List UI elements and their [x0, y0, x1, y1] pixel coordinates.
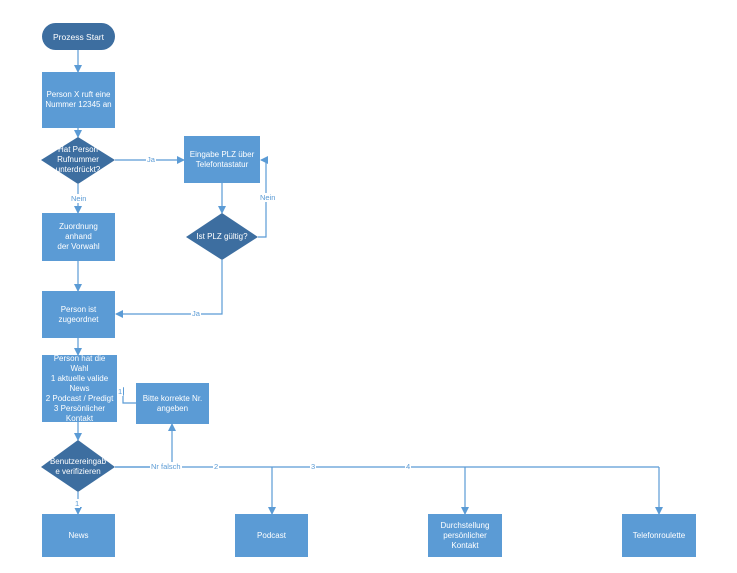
edge-verify-correctnr-falsch: [115, 423, 176, 468]
node-plz-input: Eingabe PLZ über Telefontastatur: [184, 136, 260, 183]
edge-label-ja-plz: Ja: [146, 155, 156, 164]
node-call-number: Person X ruft eine Nummer 12345 an: [42, 72, 115, 128]
edge-label-ja-assigned: Ja: [191, 309, 201, 318]
node-correct-number: Bitte korrekte Nr. angeben: [136, 383, 209, 424]
edge-label-option-1: 1: [74, 499, 81, 508]
node-area-code: Zuordnung anhand der Vorwahl: [42, 213, 115, 261]
diamond-hidden-number: [41, 137, 115, 184]
edge-label-retry-1: 1: [117, 387, 124, 396]
node-personal-transfer: Durchstellung persönlicher Kontakt: [428, 514, 502, 557]
label-verify-input-question: Benutzereingab e verifizieren: [49, 457, 107, 476]
node-user-choice: Person hat die Wahl 1 aktuelle valide Ne…: [42, 354, 117, 423]
node-news: News: [42, 514, 115, 557]
edge-label-option-4: 4: [405, 462, 412, 471]
edge-label-nr-falsch: Nr falsch: [150, 462, 182, 471]
node-podcast: Podcast: [235, 514, 308, 557]
label-plz-valid-question: Ist PLZ gültig?: [196, 232, 248, 241]
edge-label-nein-areacode: Nein: [70, 194, 88, 203]
edge-plzvalid-assigned-ja: [115, 260, 223, 318]
node-phone-roulette: Telefonroulette: [622, 514, 696, 557]
label-hidden-number-question: Hat Person Rufnummer unterdrückt?: [55, 145, 101, 174]
diamond-verify-input: [41, 440, 115, 492]
diamond-plz-valid: [186, 213, 258, 260]
edge-label-option-2: 2: [213, 462, 220, 471]
decision-diamonds: [41, 137, 258, 492]
edge-label-option-3: 3: [310, 462, 317, 471]
node-person-assigned: Person ist zugeordnet: [42, 291, 115, 338]
edge-label-nein-plz-retry: Nein: [259, 193, 277, 202]
node-process-start: Prozess Start: [42, 23, 115, 50]
